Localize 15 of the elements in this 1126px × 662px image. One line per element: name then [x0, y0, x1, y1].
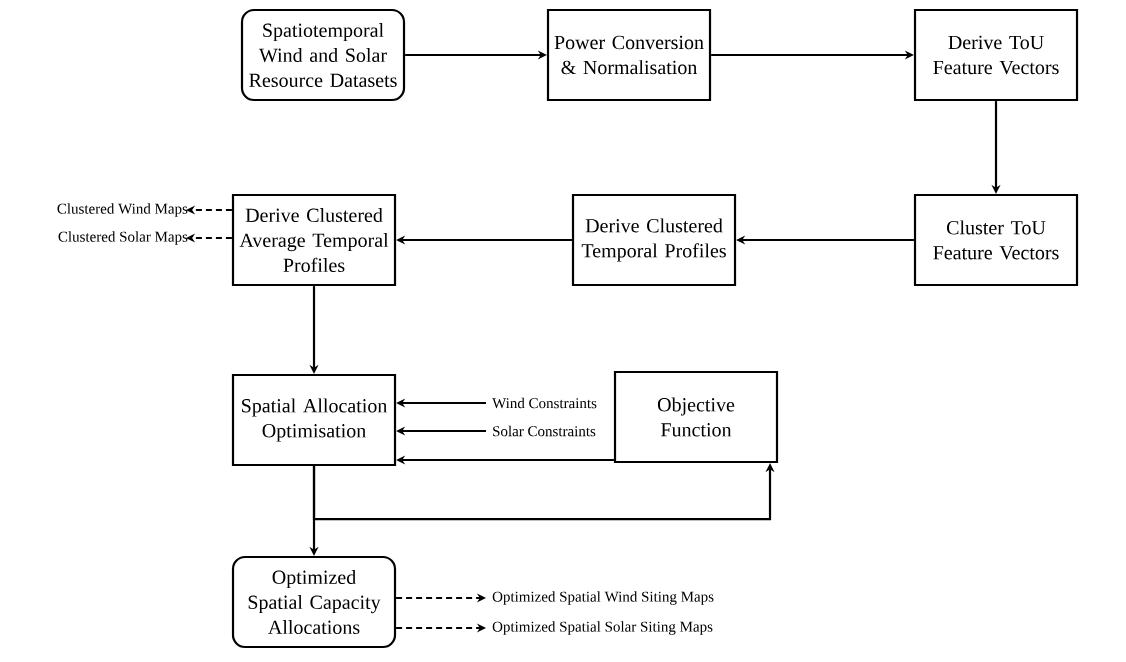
- output-label: Clustered Wind Maps: [57, 203, 188, 217]
- output-label: Optimized Spatial Wind Siting Maps: [492, 591, 714, 605]
- output-label: Clustered Solar Maps: [58, 231, 188, 245]
- output-label: Optimized Spatial Solar Siting Maps: [492, 621, 713, 635]
- process-box: Cluster ToU Feature Vectors: [913, 193, 1079, 287]
- input-label: Wind Constraints: [492, 397, 597, 409]
- process-box: Derive Clustered Temporal Profiles: [571, 193, 737, 287]
- process-box: Power Conversion & Normalisation: [546, 8, 712, 102]
- rounded-box: Spatiotemporal Wind and Solar Resource Datasets: [240, 8, 406, 102]
- process-box: Spatial Allocation Optimisation: [231, 373, 397, 467]
- process-box: Derive ToU Feature Vectors: [913, 8, 1079, 102]
- process-box: Derive Clustered Average Temporal Profiles: [231, 193, 397, 287]
- process-box: Objective Function: [613, 370, 779, 464]
- rounded-box: Optimized Spatial Capacity Allocations: [231, 555, 397, 649]
- input-label: Solar Constraints: [493, 425, 596, 437]
